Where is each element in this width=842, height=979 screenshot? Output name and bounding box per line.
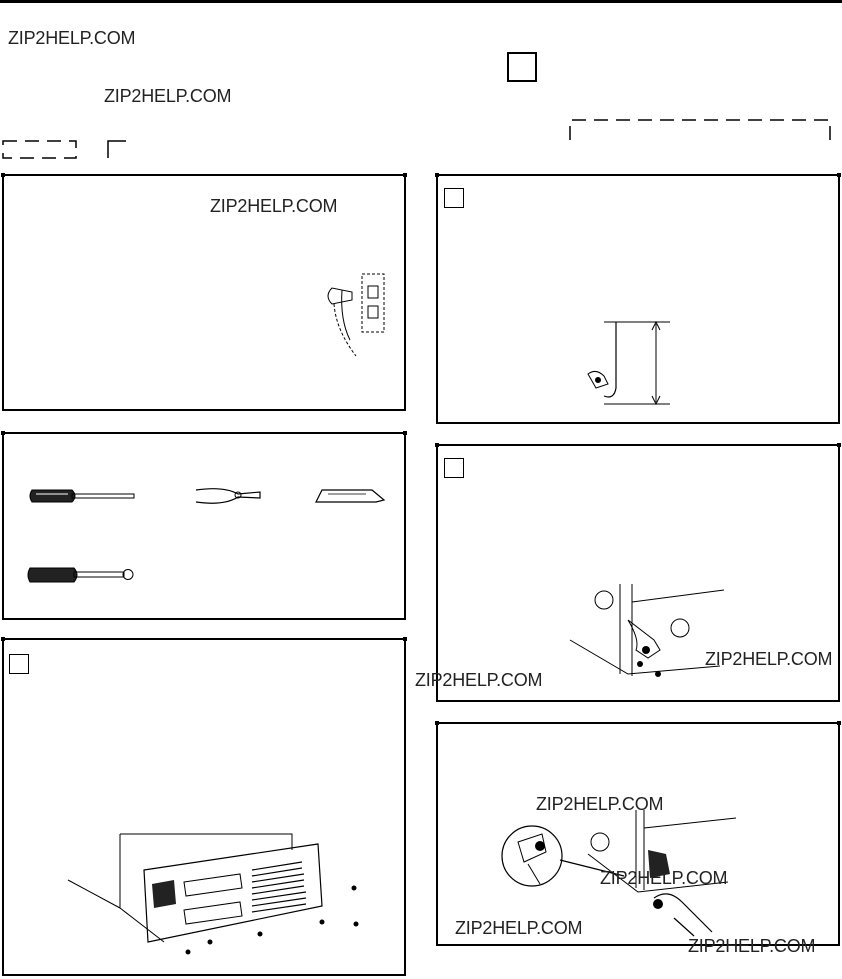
access-panel-illustration <box>67 833 359 955</box>
panel-electrical <box>1 173 407 411</box>
watermark-text: ZIP2HELP.COM <box>688 936 816 956</box>
step-number-box <box>9 654 29 674</box>
valve-connection-diagram <box>569 584 725 677</box>
panel-valve <box>435 443 841 702</box>
dashed-bracket <box>569 119 831 140</box>
step-number-box <box>444 188 464 208</box>
step-checkbox <box>507 52 537 82</box>
phillips-screwdriver-icon <box>29 489 135 503</box>
watermark-text: ZIP2HELP.COM <box>536 794 664 814</box>
nut-driver-icon <box>27 567 134 583</box>
dashed-legend-boxes <box>2 140 126 159</box>
panel-access-cover <box>1 637 407 976</box>
step-number-box <box>444 458 464 478</box>
watermark-text: ZIP2HELP.COM <box>600 868 728 888</box>
watermark-text: ZIP2HELP.COM <box>104 86 232 106</box>
watermark-text: ZIP2HELP.COM <box>705 649 833 669</box>
panel-tools <box>1 431 407 620</box>
pliers-icon <box>195 488 261 504</box>
top-rule <box>0 0 842 3</box>
watermark-text: ZIP2HELP.COM <box>415 670 543 690</box>
watermark-text: ZIP2HELP.COM <box>455 918 583 938</box>
water-line-height-diagram <box>587 320 670 406</box>
watermark-text: ZIP2HELP.COM <box>210 196 338 216</box>
panel-connection <box>435 721 841 946</box>
panel-water-line <box>435 173 841 424</box>
outlet-icon <box>327 273 385 357</box>
watermark-text: ZIP2HELP.COM <box>8 28 136 48</box>
utility-knife-icon <box>315 489 386 503</box>
fitting-tightening-diagram <box>501 810 737 937</box>
